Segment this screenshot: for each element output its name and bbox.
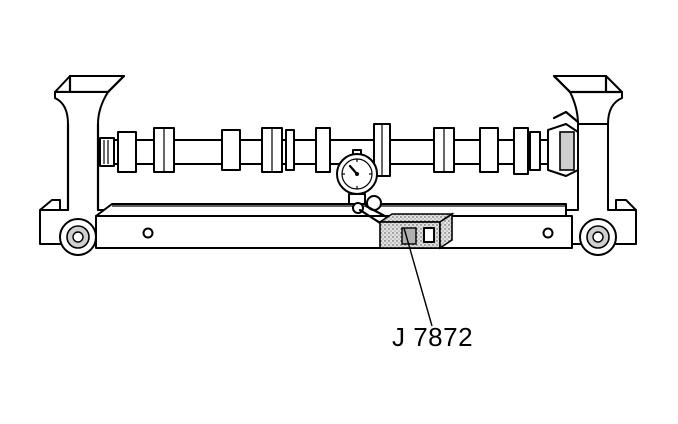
base-rail xyxy=(95,203,573,249)
dial-indicator xyxy=(336,149,398,238)
magnetic-base xyxy=(377,212,455,250)
tool-callout-label: J 7872 xyxy=(392,322,474,352)
callout-leader-line xyxy=(403,227,433,327)
camshaft xyxy=(99,110,580,177)
left-support-stand xyxy=(39,74,126,256)
right-support-stand xyxy=(552,74,637,256)
